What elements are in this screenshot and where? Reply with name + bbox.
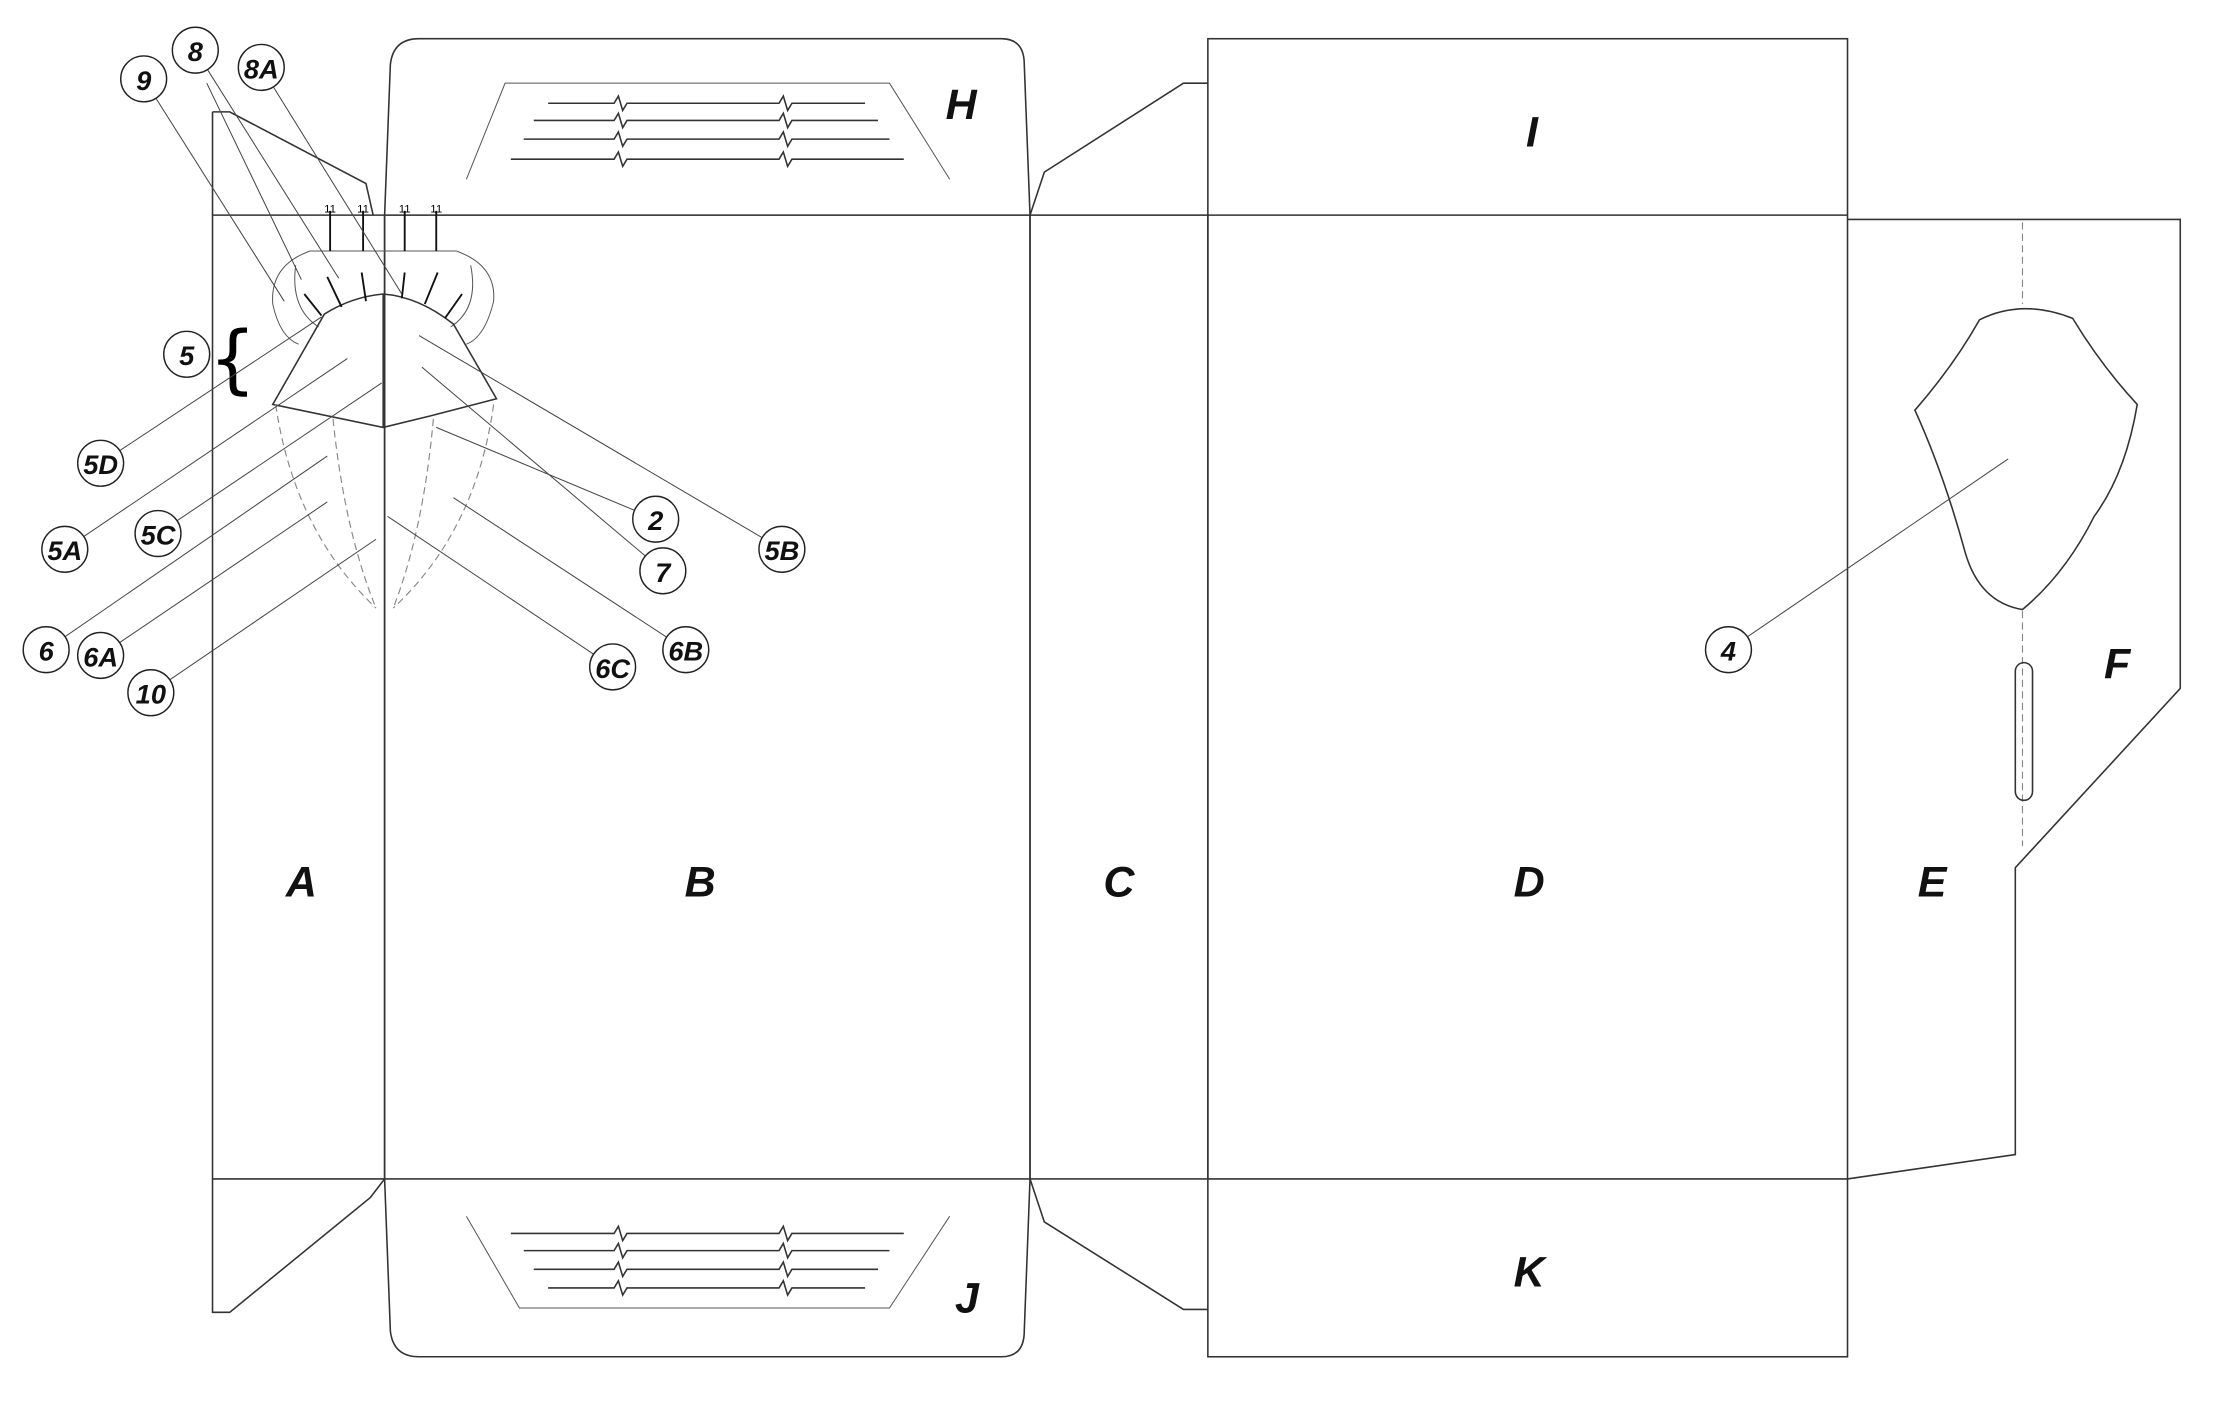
leader-line — [45, 455, 328, 651]
callout-label: 6C — [595, 653, 630, 684]
callout-label: 8 — [188, 36, 204, 67]
leader-line — [64, 358, 348, 550]
panel-a — [211, 111, 386, 1314]
callout-circle — [22, 626, 70, 674]
callout-6: 6 — [22, 455, 328, 674]
leader-line — [150, 538, 377, 694]
callout-10: 10 — [127, 538, 377, 717]
callout-8a: 8A — [237, 43, 403, 295]
leader-line — [100, 316, 322, 464]
callout-label: 2 — [647, 505, 663, 536]
label-c: C — [1103, 858, 1135, 906]
panel-c — [1029, 82, 1209, 1311]
callout-circle — [171, 26, 219, 74]
callout-7: 7 — [421, 366, 687, 595]
callout-circle — [1704, 626, 1753, 674]
callout-5d: 5D — [76, 316, 322, 487]
fold-mark-label: 11 — [357, 203, 369, 215]
callout-5b: 5B — [418, 335, 806, 573]
callout-circle — [639, 547, 687, 595]
leader-line — [206, 82, 302, 280]
fold-mark-label: 11 — [324, 203, 336, 215]
label-e: E — [1918, 858, 1948, 906]
placeholder-text-line — [548, 94, 866, 113]
callout-circle — [76, 439, 125, 487]
callout-circle — [127, 669, 175, 717]
leader-line — [157, 382, 383, 534]
callout-label: 5D — [83, 449, 118, 480]
callout-label: 6 — [39, 636, 55, 667]
placeholder-text-line — [533, 111, 878, 130]
leader-line — [387, 515, 613, 668]
callout-label: 9 — [136, 65, 152, 96]
fold-mark-label: 11 — [430, 203, 442, 215]
label-f: F — [2104, 640, 2132, 688]
callout-label: 4 — [1720, 636, 1736, 667]
leader-line — [436, 426, 656, 520]
label-d: D — [1514, 858, 1545, 906]
callout-circle — [758, 525, 806, 573]
callout-6a: 6A — [76, 501, 328, 680]
bracket-5: { — [209, 315, 256, 402]
label-b: B — [685, 858, 716, 906]
callout-label: 5B — [764, 535, 799, 566]
placeholder-text-line — [523, 130, 890, 149]
leader-line — [421, 366, 664, 572]
leader-line — [260, 67, 403, 295]
placeholder-text-line — [523, 1241, 890, 1260]
callout-circle — [588, 643, 637, 691]
callout-circle — [237, 43, 285, 92]
slot-cutout — [2014, 661, 2034, 802]
callout-2: 2 — [436, 426, 680, 543]
callout-5a: 5A — [41, 358, 348, 573]
window-cutout-4 — [1913, 307, 2139, 611]
panel-e-f — [1847, 218, 2182, 1180]
panel-b — [383, 214, 1031, 1180]
label-i: I — [1526, 108, 1539, 156]
leader-line — [143, 78, 285, 302]
callout-label: 10 — [136, 679, 166, 710]
label-a: A — [285, 858, 317, 906]
callout-circle — [41, 525, 89, 573]
callout-circle — [134, 509, 182, 558]
callout-label: 5 — [179, 340, 195, 371]
flap-h — [383, 37, 1031, 216]
leader-line — [100, 501, 328, 656]
panel-d — [1207, 37, 1849, 1358]
callout-label: 5A — [47, 535, 82, 566]
callout-9: 9 — [120, 55, 285, 302]
leader-line — [418, 335, 783, 550]
flap-j — [383, 1178, 1031, 1358]
placeholder-text-line — [510, 150, 904, 169]
leader-line — [1728, 458, 2009, 651]
callout-label: 6B — [668, 636, 703, 667]
callout-circle — [76, 631, 125, 680]
callout-circle — [163, 330, 211, 378]
placeholder-text-line — [548, 1278, 866, 1298]
callout-label: 8A — [244, 53, 279, 84]
placeholder-text-line — [510, 1224, 904, 1243]
fold-mark-label: 11 — [399, 203, 411, 215]
callout-label: 6A — [83, 641, 118, 672]
label-h: H — [946, 81, 978, 129]
leader-line — [453, 497, 687, 651]
callout-label: 5C — [141, 519, 176, 550]
callout-5c: 5C — [134, 382, 383, 558]
callout-4: 4 — [1704, 458, 2009, 674]
callout-6c: 6C — [387, 515, 637, 691]
callout-circle — [632, 495, 680, 543]
callout-circle — [662, 626, 710, 674]
callout-5: 5 — [163, 330, 211, 378]
callout-8: 8 — [171, 26, 340, 280]
callout-6b: 6B — [453, 497, 710, 674]
leader-line — [194, 49, 340, 279]
callout-label: 7 — [655, 557, 672, 588]
callout-circle — [120, 55, 168, 103]
placeholder-text-line — [533, 1260, 878, 1279]
label-j: J — [955, 1274, 980, 1322]
bulb-design — [271, 210, 498, 609]
label-k: K — [1514, 1248, 1548, 1296]
